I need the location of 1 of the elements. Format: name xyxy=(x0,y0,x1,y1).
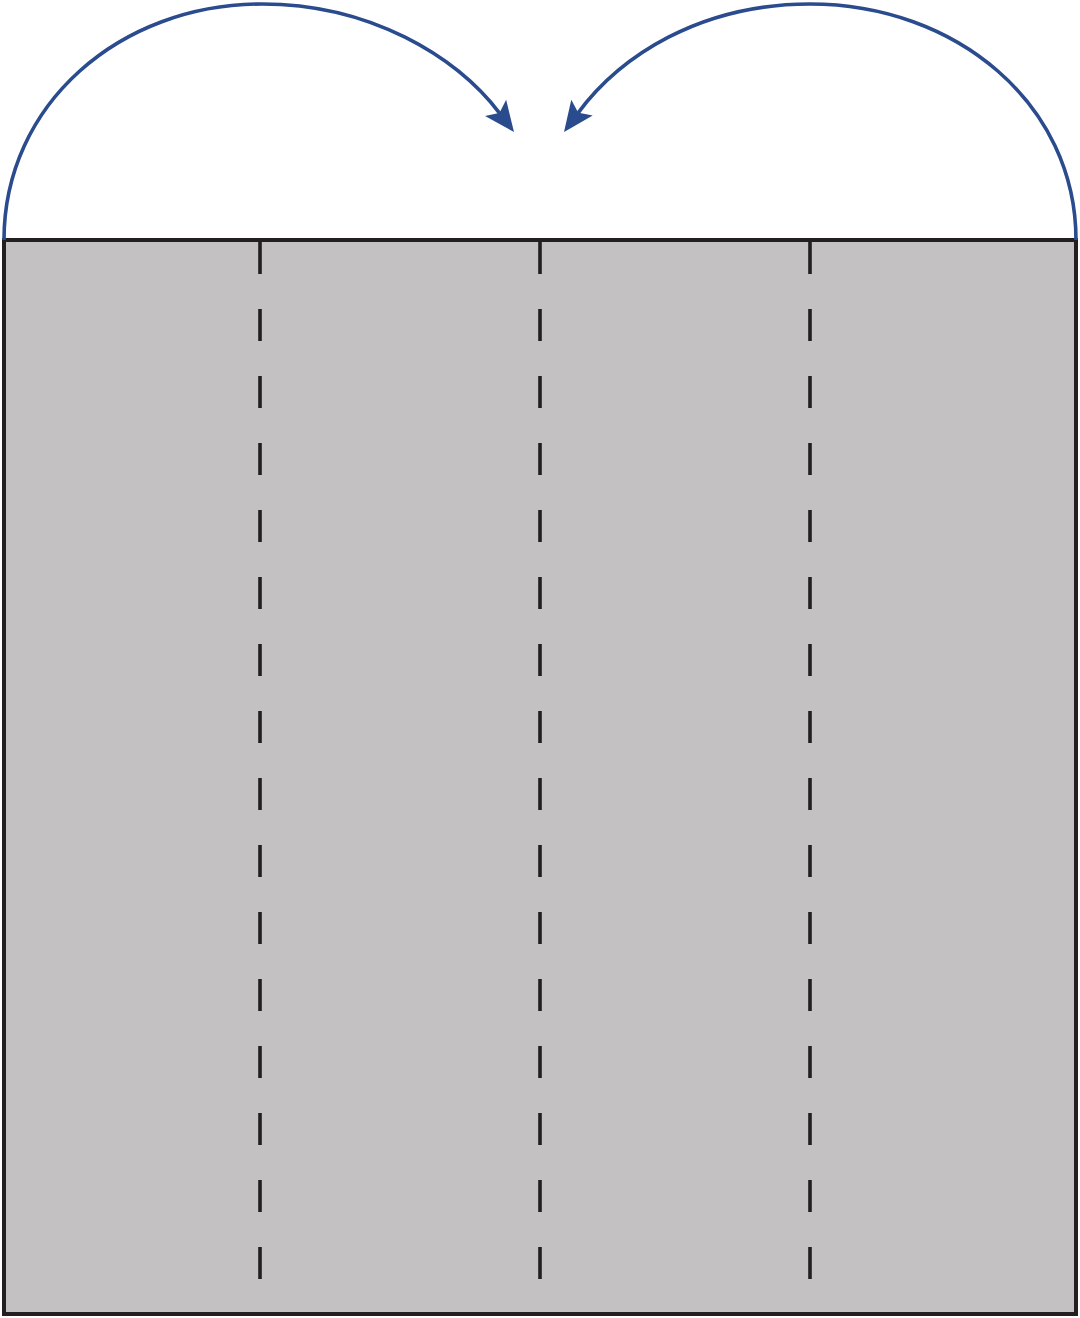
paper-sheet xyxy=(2,238,1078,1316)
